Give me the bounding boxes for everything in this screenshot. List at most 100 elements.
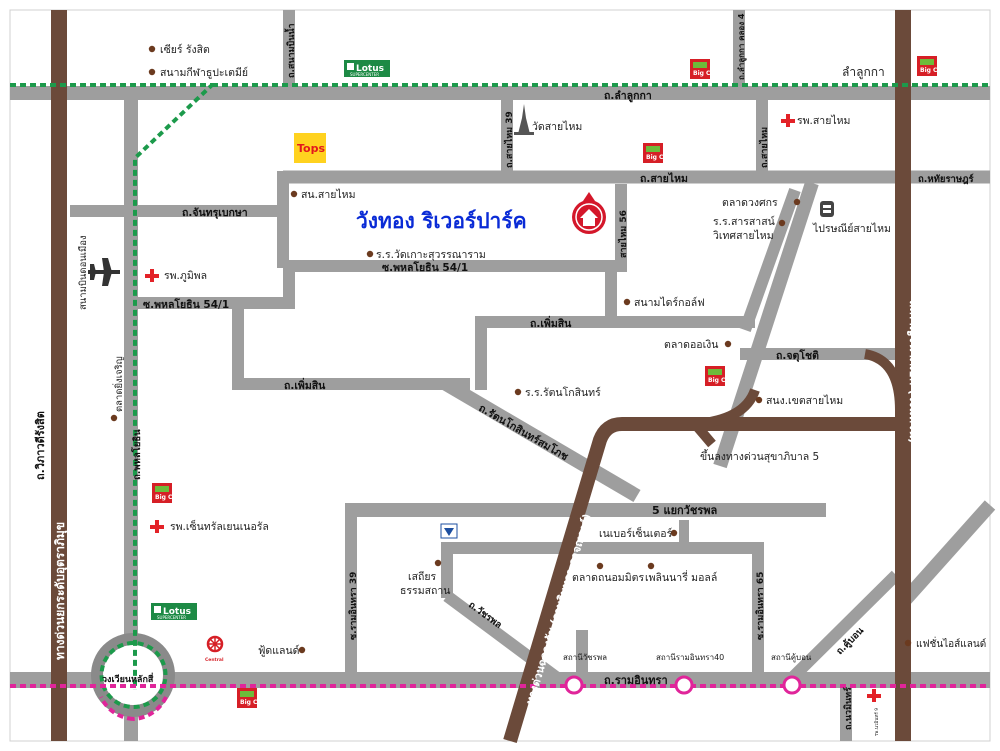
bigc-logo-icon: Big C <box>705 366 726 386</box>
place-foodland: ฟู้ดแลนด์ <box>258 644 299 657</box>
label-tollway: ทางด่วนยกระดับอุตราภิมุข <box>53 522 68 660</box>
place-school-rattanakosin: ร.ร.รัตนโกสินทร์ <box>525 386 601 399</box>
svg-text:SUPERCENTER: SUPERCENTER <box>157 615 186 620</box>
label-chanhrubekka: ถ.จันทรุเบกษา <box>182 207 248 220</box>
svg-text:Big C: Big C <box>693 70 711 77</box>
place-setthiya: เสถียร <box>408 570 437 583</box>
label-nawamin: ถ.นวมินทร์ <box>842 687 854 730</box>
place-market-yingcharoen: ตลาดยิ่งเจริญ <box>112 356 125 412</box>
place-nuan-center: เนเบอร์เซ็นเตอร์ <box>599 526 673 540</box>
hospital-icons <box>145 114 881 702</box>
svg-text:Big C: Big C <box>155 494 173 501</box>
hospital-icon <box>867 689 881 702</box>
svg-text:Big C: Big C <box>708 377 726 384</box>
place-district: สนง.เขตสายไหม <box>766 394 843 407</box>
project-marker-icon <box>572 192 606 234</box>
label-phaholyothin54-1-top: ซ.พหลโยธิน 54/1 <box>382 261 468 274</box>
label-lamlukka-area: ลำลูกกา <box>842 65 885 80</box>
central-logo-icon: Central <box>205 635 224 663</box>
tops-logo-icon: Tops <box>294 133 326 163</box>
label-hathairat: ถ.หทัยราษฎร์ <box>918 173 975 185</box>
place-seer: เซียร์ รังสิต <box>160 43 210 56</box>
label-kanchanaphisek: ถ.กาญจนาภิเษก (วงแหวน) <box>907 300 921 444</box>
bigc-logo-icon: Big C <box>643 143 664 163</box>
label-lamlukka-soi4: ถ.ลำลูกกา คลอง 4 <box>737 13 747 80</box>
svg-text:Big C: Big C <box>240 699 258 706</box>
label-laksi-circle: วงเวียนหลักสี่ <box>102 672 154 685</box>
bigc-logo-icon: Big C <box>152 483 173 503</box>
project-title: วังทอง ริเวอร์ปาร์ค <box>356 209 527 233</box>
place-markers: เซียร์ รังสิต สนามกีฬาธูปะเตมีย์ วัดสายไ… <box>110 43 986 736</box>
label-ramintra: ถ.รามอินทรา <box>604 674 668 687</box>
label-expressway-exit: ขึ้นลงทางด่วนสุขาภิบาล 5 <box>700 449 819 463</box>
place-bhumibol-hospital: รพ.ภูมิพล <box>164 270 207 282</box>
place-central-general-hospital: รพ.เซ็นทรัลเยนเนอรัล <box>170 519 269 533</box>
temple-icon <box>514 104 534 135</box>
place-st-ramintra40: สถานีรามอินทรา40 <box>656 653 724 662</box>
place-setthiya2: ธรรมสถาน <box>400 585 450 597</box>
label-sanambinnam: ถ.สนามบินน้ำ <box>284 23 297 78</box>
place-post-office: ไปรษณีย์สายไหม <box>812 222 891 235</box>
place-st-watcharaphol: สถานีวัชรพล <box>563 653 607 662</box>
airplane-icon <box>88 258 120 286</box>
label-saimai39: ถ.สายไหม 39 <box>503 111 515 168</box>
minor-roads <box>10 10 996 741</box>
place-st-khubon: สถานีคู้บอน <box>771 653 812 663</box>
road-khubon <box>785 570 901 685</box>
station-watcharaphol-marker <box>564 675 584 695</box>
label-vibhavadi: ถ.วิภาวดีรังสิต <box>34 411 47 480</box>
rail-green-line <box>10 83 218 690</box>
svg-text:SUPERCENTER: SUPERCENTER <box>350 72 379 77</box>
highway-exwayramintra <box>503 417 903 744</box>
place-market-duangsakorn: ตลาดวงศกร <box>722 197 778 209</box>
label-ramintra39: ซ.รามอินทรา 39 <box>348 572 359 640</box>
bigc-logo-icon: Big C <box>237 688 258 708</box>
hospital-icon <box>145 269 159 282</box>
station-logo-icon <box>440 523 458 539</box>
svg-text:Lotus: Lotus <box>163 607 191 617</box>
label-saimai56: สายไหม 56 <box>617 210 629 258</box>
label-jatuchot: ถ.จตุโชติ <box>776 349 819 363</box>
svg-text:Big C: Big C <box>920 67 938 74</box>
station-ramintra40-marker <box>674 675 694 695</box>
highways <box>51 10 911 744</box>
place-saimai-hospital: รพ.สายไหม <box>797 114 850 127</box>
place-pinklao-mall: เพลินนารี่ มอลล์ <box>645 570 717 584</box>
post-office-icon <box>820 201 834 217</box>
label-watcharaphol-junction: 5 แยกวัชรพล <box>652 504 717 517</box>
place-police: สน.สายไหม <box>301 188 356 201</box>
road-watcharaphol <box>443 591 564 685</box>
station-khubon-marker <box>782 675 802 695</box>
label-phaholyothin54-1-left: ซ.พหลโยธิน 54/1 <box>143 298 229 311</box>
place-market-tanommit: ตลาดถนอมมิตร <box>572 572 644 584</box>
label-phaholyothin: ถ.พหลโยธิน <box>131 429 143 480</box>
label-lamlukka: ถ.ลำลูกกา <box>604 90 652 103</box>
place-nawamin-hospital: รพ.นวมินทร์ 9 <box>873 708 880 736</box>
lotus-logo-icon: Lotus SUPERCENTER <box>151 603 197 620</box>
svg-text:Central: Central <box>205 657 224 663</box>
label-saimai: ถ.สายไหม <box>640 172 688 185</box>
svg-text:Big C: Big C <box>646 154 664 161</box>
bigc-logo-icon: Big C <box>690 59 711 79</box>
svg-text:Tops: Tops <box>297 142 325 155</box>
hospital-icon <box>781 114 795 127</box>
place-school-sarasas: ร.ร.สารสาสน์ <box>713 215 775 228</box>
label-ramintra65: ซ.รามอินทรา 65 <box>755 572 766 640</box>
place-stadium: สนามกีฬาธูปะเตมีย์ <box>160 66 248 79</box>
label-airport: สนามบินดอนเมือง <box>78 235 89 310</box>
bigc-logos: Big C Big C Big C Big C Big C Big C <box>152 56 938 708</box>
place-watsaimai: วัดสายไหม <box>532 120 582 133</box>
label-saimai-vertical: ถ.สายไหม <box>758 127 770 168</box>
label-phermsin-bottom: ถ.เพิ่มสิน <box>284 377 326 392</box>
svg-text:Lotus: Lotus <box>356 64 384 74</box>
hospital-icon <box>150 520 164 533</box>
place-golf: สนามไดร์กอล์ฟ <box>634 296 705 309</box>
road-ratanakosin <box>442 377 641 503</box>
label-phermsin-top: ถ.เพิ่มสิน <box>530 315 572 330</box>
place-market-orngoen: ตลาดออเงิน <box>664 339 718 351</box>
place-fashion-island: แฟชั่นไอส์แลนด์ <box>916 636 986 650</box>
bigc-logo-icon: Big C <box>917 56 938 76</box>
lotus-logo-icon: Lotus SUPERCENTER <box>344 60 390 77</box>
place-school-wat: ร.ร.วัดเกาะสุวรรณาราม <box>376 249 486 261</box>
